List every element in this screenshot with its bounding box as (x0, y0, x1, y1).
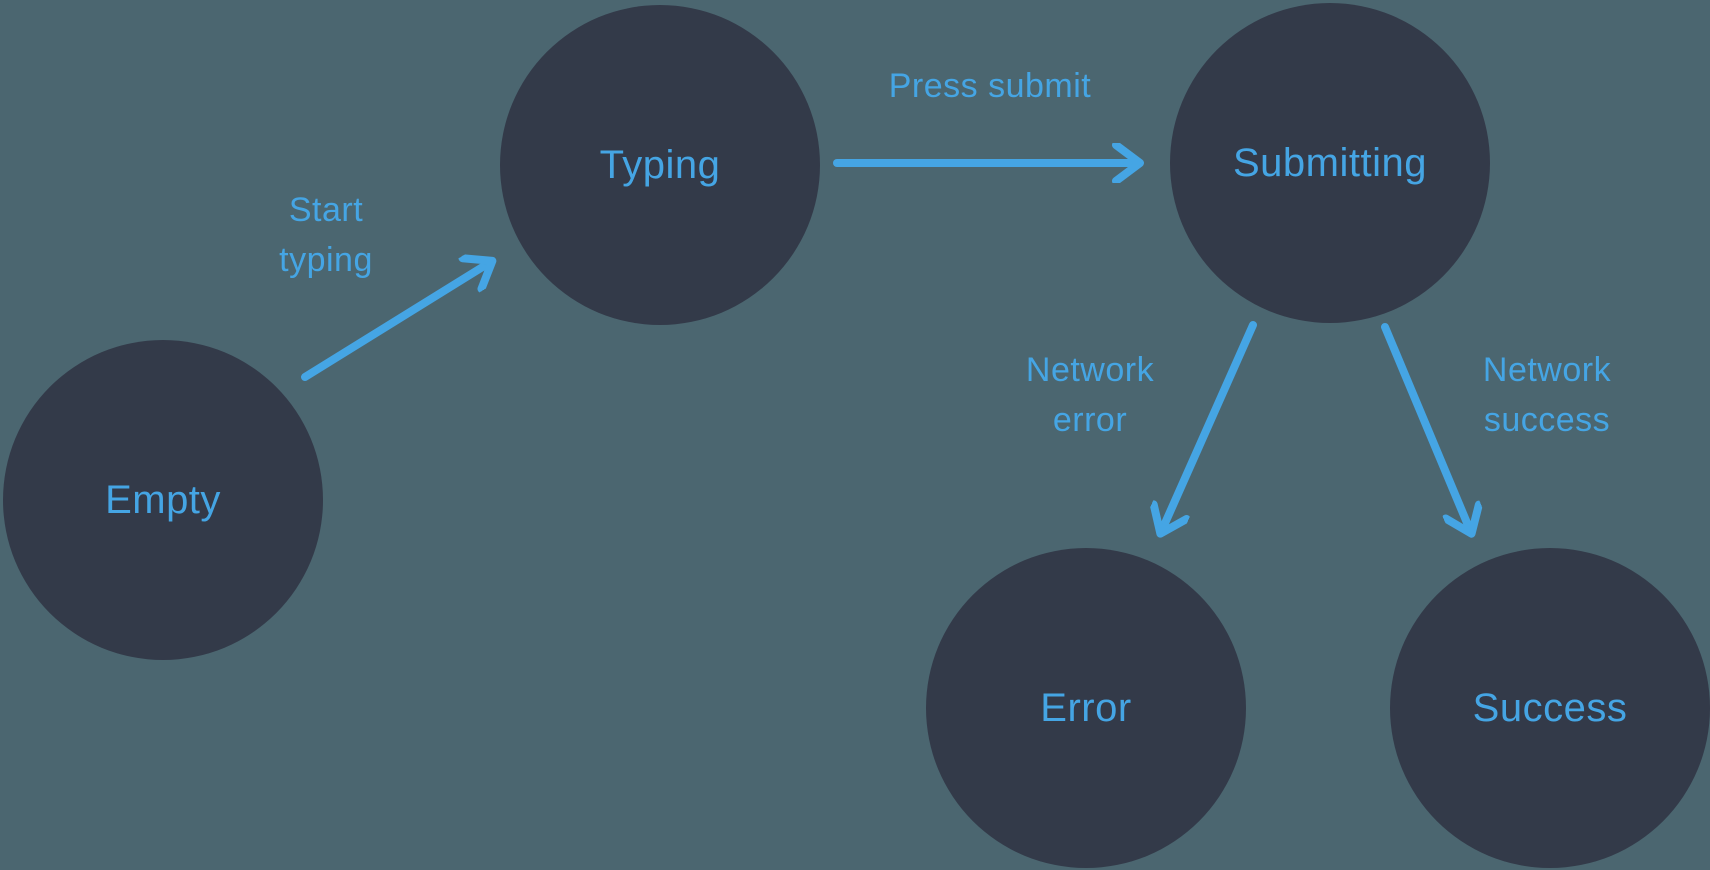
state-label-typing: Typing (599, 142, 721, 187)
edge-label-network-error: Network error (1025, 351, 1155, 439)
state-label-empty: Empty (105, 477, 221, 522)
state-node-success: Success (1390, 548, 1710, 868)
edge-label-start-typing: Start typing (279, 191, 373, 279)
edge-submitting-to-success-arrow (1381, 323, 1470, 530)
edge-submitting-to-error-arrow (1162, 321, 1257, 530)
state-node-typing: Typing (500, 5, 820, 325)
edge-label-network-success: Network success (1482, 351, 1612, 439)
edge-label-press-submit: Press submit (888, 67, 1092, 105)
state-node-empty: Empty (3, 340, 323, 660)
state-label-error: Error (1040, 685, 1132, 730)
state-node-submitting: Submitting (1170, 3, 1490, 323)
state-label-submitting: Submitting (1233, 140, 1427, 185)
state-label-success: Success (1472, 685, 1628, 730)
state-node-error: Error (926, 548, 1246, 868)
